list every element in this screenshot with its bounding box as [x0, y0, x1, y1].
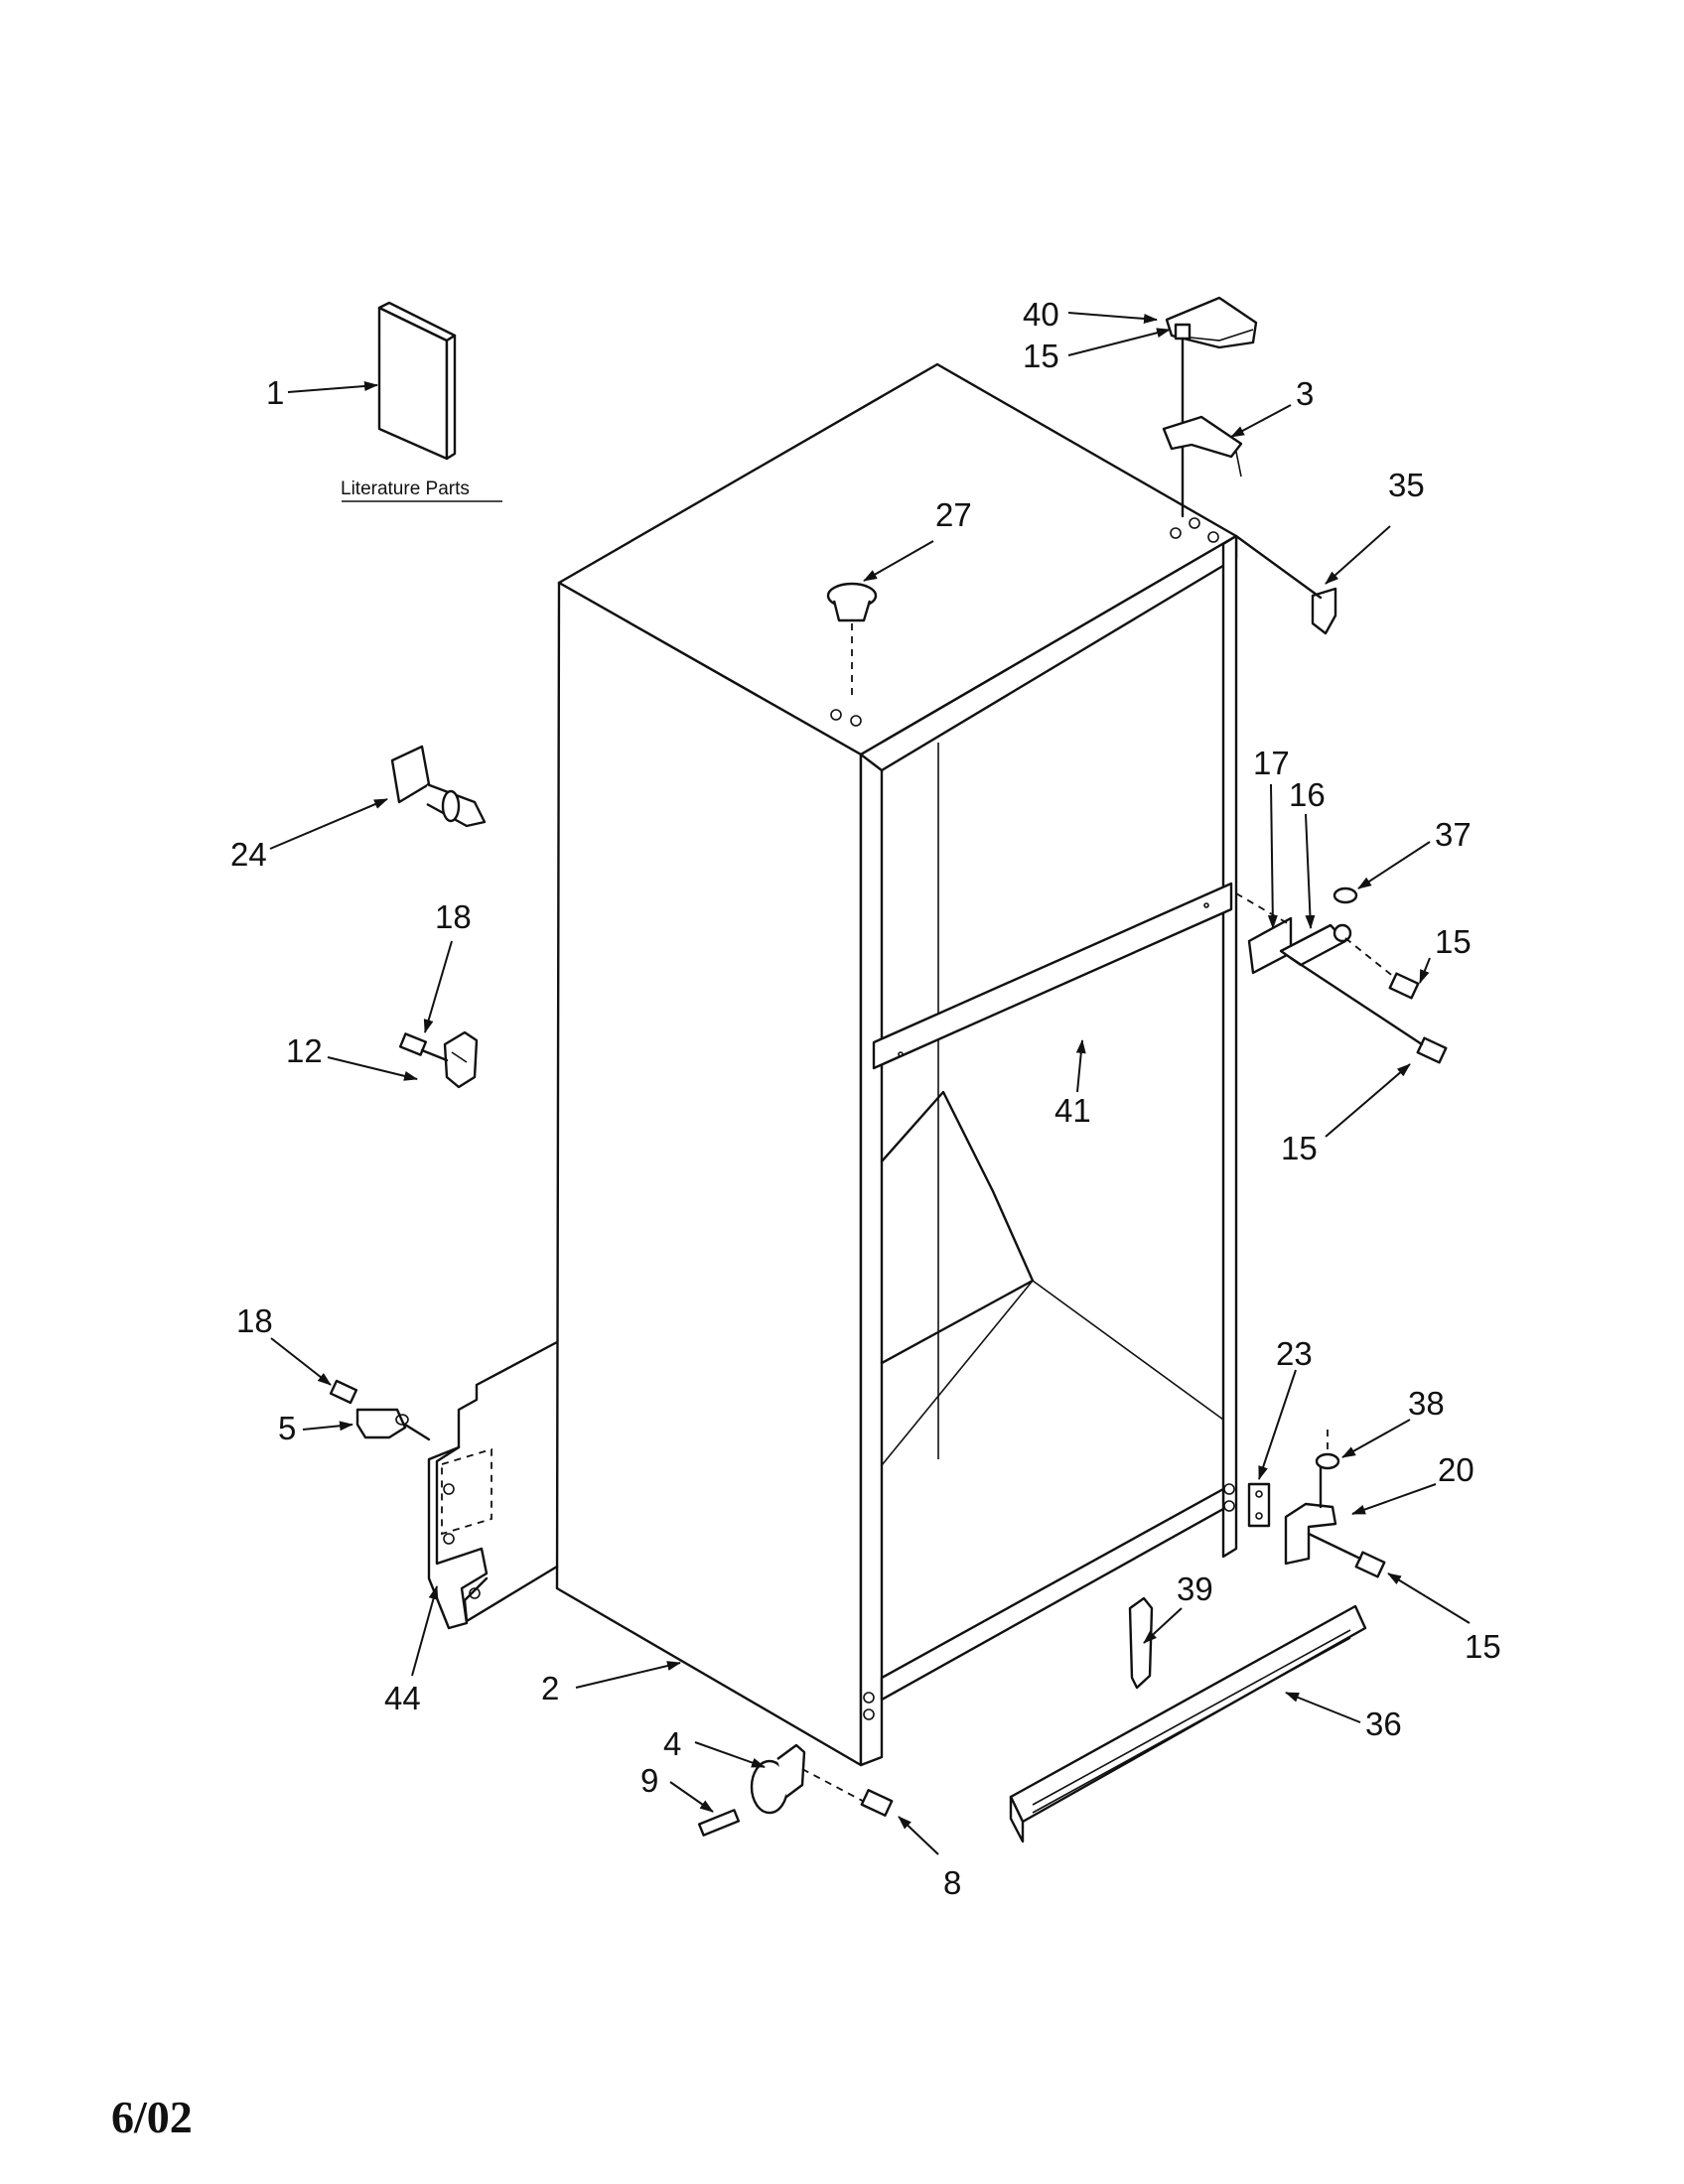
callout-39: 39 [1177, 1570, 1213, 1607]
hinge-cover [1165, 296, 1258, 349]
callout-16: 16 [1289, 776, 1326, 813]
callout-18: 18 [236, 1302, 273, 1339]
grille-clip [1128, 1596, 1154, 1690]
callout-4: 4 [663, 1725, 681, 1762]
plug-button [826, 582, 878, 695]
callout-18: 18 [435, 898, 472, 935]
roller-assembly [750, 1743, 875, 1815]
toe-grille [1009, 1604, 1367, 1843]
literature-booklet [342, 301, 502, 502]
bracket-clip [398, 1030, 479, 1089]
callout-2: 2 [541, 1670, 559, 1706]
callout-27: 27 [935, 496, 972, 533]
callout-44: 44 [384, 1680, 421, 1716]
callout-15: 15 [1023, 338, 1059, 374]
callout-labels: 1 40 15 3 35 27 17 16 37 15 24 18 12 41 … [230, 296, 1501, 1901]
callout-15: 15 [1281, 1130, 1318, 1166]
callout-24: 24 [230, 836, 267, 873]
callout-20: 20 [1438, 1451, 1474, 1488]
literature-parts-caption: Literature Parts [341, 478, 470, 499]
center-hinge-assembly [1235, 887, 1448, 1064]
top-hinge [1162, 415, 1243, 478]
callout-37: 37 [1435, 816, 1472, 853]
cabinet [457, 362, 1238, 1767]
callout-3: 3 [1296, 375, 1314, 412]
cable-clamp [329, 1379, 431, 1441]
callout-17: 17 [1253, 745, 1290, 781]
hinge-trim [1234, 534, 1337, 635]
callout-9: 9 [640, 1762, 658, 1799]
callout-1: 1 [266, 374, 284, 411]
callout-36: 36 [1365, 1706, 1402, 1742]
callout-5: 5 [278, 1410, 296, 1446]
date-code: 6/02 [111, 2092, 193, 2142]
bottom-hinge-assembly [1247, 1430, 1386, 1578]
callout-12: 12 [286, 1032, 323, 1069]
callout-8: 8 [943, 1864, 961, 1901]
callout-15: 15 [1435, 923, 1472, 960]
callout-38: 38 [1408, 1385, 1445, 1422]
callout-41: 41 [1054, 1092, 1091, 1129]
door-stop [390, 745, 487, 828]
callout-35: 35 [1388, 467, 1425, 503]
callout-23: 23 [1276, 1335, 1313, 1372]
callout-15: 15 [1465, 1628, 1501, 1665]
rear-access-plate [427, 1445, 492, 1630]
leader-lines [269, 312, 1471, 1855]
roller-screw [860, 1789, 894, 1817]
callout-40: 40 [1023, 296, 1059, 333]
axle-pin [697, 1809, 741, 1837]
